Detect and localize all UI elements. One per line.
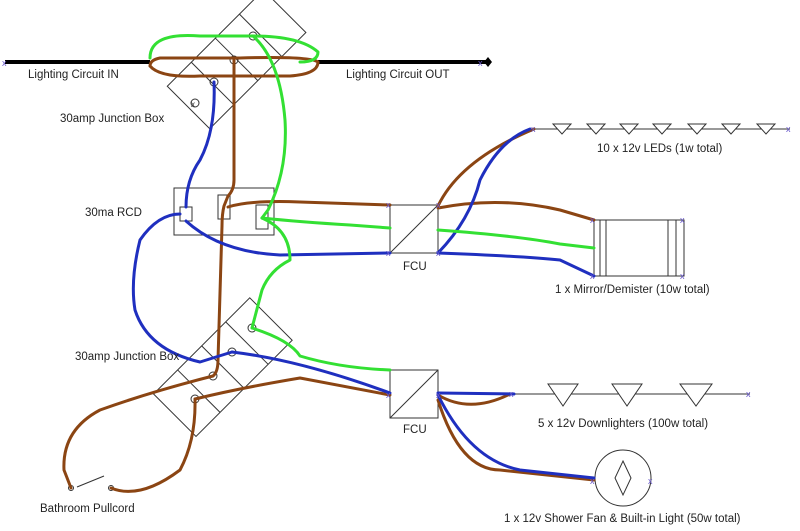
lighting-in-label: Lighting Circuit IN xyxy=(28,69,119,81)
svg-text:x: x xyxy=(2,58,7,68)
led-string xyxy=(534,123,790,135)
fcu-bottom-label: FCU xyxy=(403,424,427,436)
lighting-out-label: Lighting Circuit OUT xyxy=(346,69,450,81)
earth-rcd-to-jb-bottom xyxy=(250,216,292,330)
live-rcd-to-fcu-top xyxy=(226,200,392,209)
live-fcu-bottom-to-fan xyxy=(436,398,596,482)
shower-fan-unit xyxy=(594,449,652,507)
termination-marks: x x x x x x x x x x x x x x x x x x xyxy=(2,58,791,486)
earth-wires xyxy=(148,33,596,372)
svg-text:x: x xyxy=(531,124,536,134)
live-jb-to-rcd xyxy=(211,58,236,378)
svg-text:x: x xyxy=(386,390,391,400)
neutral-jb-bottom-to-fcu-bottom xyxy=(230,350,392,395)
svg-text:x: x xyxy=(386,248,391,258)
earth-jb-to-rcd xyxy=(251,34,287,220)
earth-main-loop xyxy=(148,33,320,64)
junction-box-bottom-label: 30amp Junction Box xyxy=(75,351,179,363)
fcu-bottom-unit xyxy=(389,369,439,419)
neutral-wires xyxy=(131,80,596,480)
junction-box-bottom xyxy=(152,297,293,438)
live-fcu-top-to-mirror xyxy=(436,201,596,222)
neutral-fcu-top-to-leds xyxy=(436,127,532,255)
svg-text:x: x xyxy=(436,200,441,210)
fcu-top-label: FCU xyxy=(403,261,427,273)
earth-fcu-top-to-mirror xyxy=(436,228,596,250)
svg-text:x: x xyxy=(680,271,685,281)
neutral-fcu-bottom-to-fan xyxy=(436,393,596,480)
live-wires xyxy=(62,56,596,493)
junction-box-top-label: 30amp Junction Box xyxy=(60,113,164,125)
svg-text:x: x xyxy=(590,215,595,225)
pullcord-switch xyxy=(68,475,114,491)
live-jb-bottom-to-fcu-bottom xyxy=(193,376,392,401)
fan-label: 1 x 12v Shower Fan & Built-in Light (50w… xyxy=(504,513,741,525)
svg-text:x: x xyxy=(478,58,483,68)
lighting-circuit-cable xyxy=(5,57,492,67)
live-pullcord-return xyxy=(109,397,197,493)
mirror-demister-unit xyxy=(593,219,685,277)
svg-text:x: x xyxy=(648,476,653,486)
neutral-rcd-loop xyxy=(131,212,234,364)
pullcord-label: Bathroom Pullcord xyxy=(40,503,135,515)
live-fcu-bottom-to-downlights xyxy=(436,392,512,406)
mirror-label: 1 x Mirror/Demister (10w total) xyxy=(555,284,710,296)
downlighters-label: 5 x 12v Downlighters (100w total) xyxy=(538,418,708,430)
svg-text:x: x xyxy=(786,124,791,134)
svg-text:x: x xyxy=(680,215,685,225)
neutral-rcd-to-fcu-top xyxy=(184,219,392,257)
downlighter-string xyxy=(514,383,750,407)
svg-text:x: x xyxy=(590,476,595,486)
svg-text:x: x xyxy=(386,200,391,210)
leds-label: 10 x 12v LEDs (1w total) xyxy=(597,143,722,155)
live-pullcord-loop xyxy=(62,374,215,490)
svg-text:x: x xyxy=(436,248,441,258)
svg-text:x: x xyxy=(436,390,441,400)
earth-rcd-to-fcu-top xyxy=(260,216,392,230)
neutral-fcu-bottom-to-downlights xyxy=(436,391,516,396)
svg-text:x: x xyxy=(191,100,195,109)
svg-text:x: x xyxy=(509,389,514,399)
neutral-fcu-top-to-mirror xyxy=(436,251,596,278)
neutral-jb-to-rcd xyxy=(184,80,216,209)
fcu-top-unit xyxy=(389,204,439,254)
svg-text:x: x xyxy=(590,271,595,281)
live-main-loop xyxy=(148,56,320,78)
svg-text:x: x xyxy=(746,389,751,399)
rcd-label: 30ma RCD xyxy=(85,207,142,219)
earth-jb-bottom-to-fcu-bottom xyxy=(250,326,392,372)
